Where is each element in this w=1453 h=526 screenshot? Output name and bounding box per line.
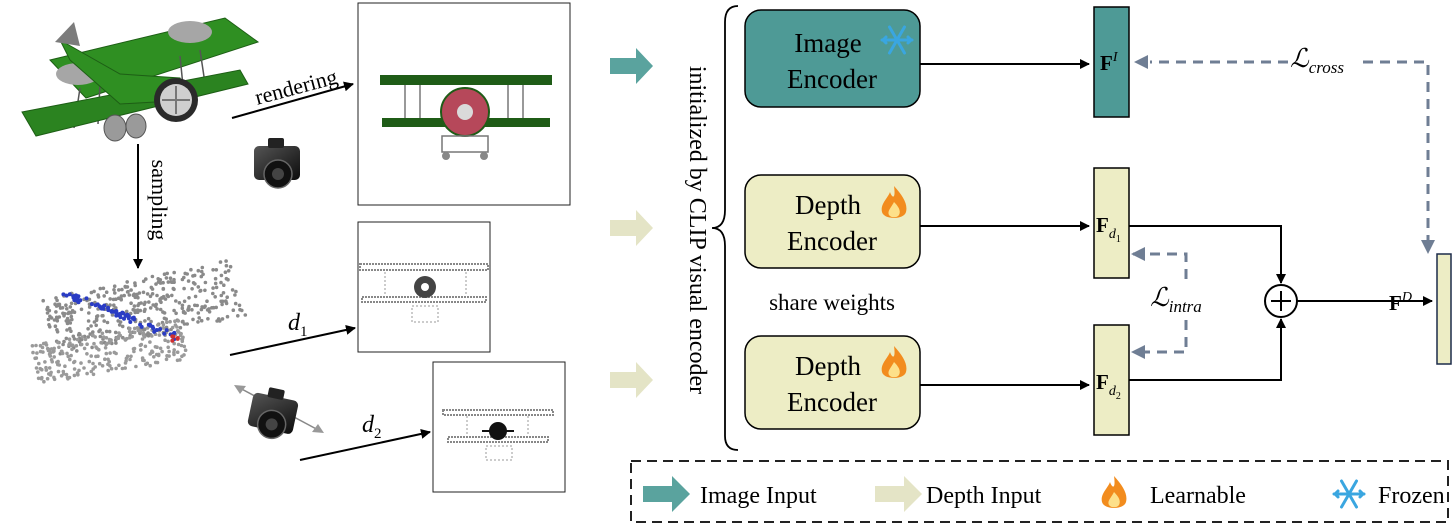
cross-loss-label: ℒcross: [1290, 44, 1356, 77]
depth-input-arrow-1: [610, 210, 653, 246]
d2-label: d2: [362, 412, 382, 442]
svg-text:Encoder: Encoder: [787, 387, 877, 417]
cross-loss-path: [1150, 60, 1430, 245]
share-weights-label: share weights: [769, 290, 895, 315]
legend-learnable: Learnable: [1101, 476, 1246, 509]
legend-flame-icon: [1101, 476, 1127, 508]
svg-text:Depth Input: Depth Input: [926, 483, 1042, 509]
fd2-to-sum-line: [1129, 318, 1286, 381]
d2-arrow: [299, 429, 431, 461]
clip-init-label: initialized by CLIP visual encoder: [684, 66, 710, 394]
svg-text:Image: Image: [794, 28, 861, 58]
svg-text:Depth: Depth: [795, 351, 861, 381]
legend-depth-input: Depth Input: [875, 476, 1042, 512]
image-encoder-box: Image Encoder: [744, 9, 921, 108]
svg-text:Encoder: Encoder: [787, 226, 877, 256]
rendered-image-panel: [357, 2, 571, 206]
sum-node: [1264, 284, 1298, 318]
depth-input-arrow-2: [610, 362, 653, 398]
legend-snowflake-icon: [1332, 479, 1366, 509]
svg-text:Fd1: Fd1: [1096, 213, 1121, 245]
image-input-arrow: [610, 48, 653, 84]
moving-camera-icon: [234, 385, 324, 440]
intra-arrowhead-bottom: [1131, 345, 1145, 359]
svg-text:FD: FD: [1389, 290, 1412, 315]
learnable-flame-icon: [881, 186, 907, 218]
rendering-label: rendering: [252, 64, 340, 110]
fd1-to-sum-line: [1129, 225, 1286, 284]
feature-fd2: Fd2: [1093, 324, 1130, 436]
d1-label: d1: [288, 310, 308, 340]
legend-box: Image Input Depth Input Learnable Frozen: [630, 460, 1449, 523]
legend-image-input: Image Input: [643, 476, 817, 512]
rendering-arrow: [231, 81, 354, 119]
svg-text:FI: FI: [1100, 50, 1119, 75]
svg-text:Learnable: Learnable: [1150, 483, 1246, 509]
svg-text:ℒcross: ℒcross: [1290, 44, 1344, 77]
svg-text:Depth: Depth: [795, 190, 861, 220]
feature-fd: FD: [1389, 253, 1452, 365]
feature-fi: FI: [1093, 6, 1130, 118]
learnable-flame-icon-2: [881, 346, 907, 378]
camera-icon: [254, 138, 300, 189]
curly-brace: [711, 5, 739, 451]
d1-arrow: [229, 325, 356, 356]
point-cloud: [30, 259, 248, 384]
svg-text:Fd2: Fd2: [1096, 370, 1121, 402]
svg-text:Frozen: Frozen: [1378, 483, 1445, 509]
svg-text:Image Input: Image Input: [700, 483, 817, 509]
airplane-model: [21, 17, 260, 142]
frozen-snowflake-icon: [880, 25, 914, 55]
depth-encoder-2-box: Depth Encoder: [744, 335, 921, 430]
depth-map-2-panel: [432, 361, 566, 493]
intra-loss-label: ℒintra: [1150, 283, 1222, 316]
intra-arrowhead-top: [1131, 247, 1145, 261]
legend-frozen: Frozen: [1332, 479, 1445, 509]
depth-encoder-1-box: Depth Encoder: [744, 174, 921, 269]
cross-arrowhead-left: [1134, 55, 1148, 69]
depth-map-1-panel: [357, 221, 491, 353]
svg-text:Encoder: Encoder: [787, 64, 877, 94]
sampling-label: sampling: [147, 160, 172, 241]
feature-fd1: Fd1: [1093, 167, 1130, 279]
cross-arrowhead-down: [1421, 240, 1435, 254]
svg-text:ℒintra: ℒintra: [1150, 283, 1202, 316]
